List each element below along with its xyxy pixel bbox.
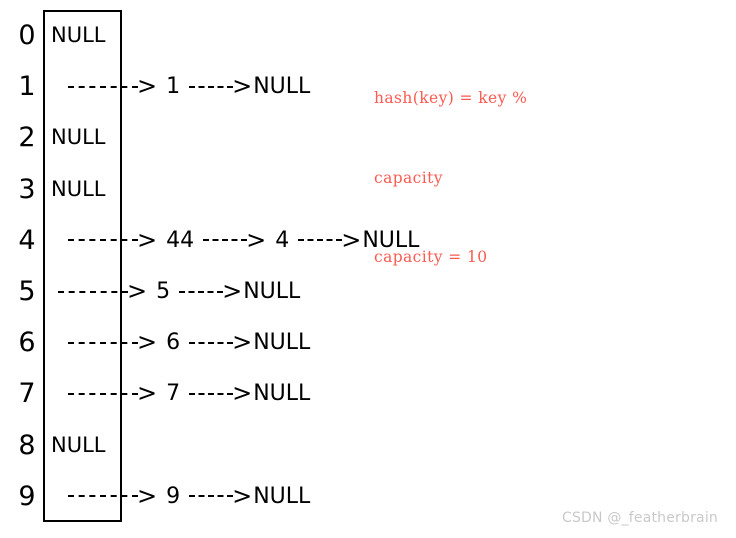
chain-terminator-null: NULL [253, 74, 311, 100]
chain-terminator-null: NULL [253, 330, 311, 356]
arrow-head-icon: > [222, 277, 243, 305]
bucket-empty-null: NULL [51, 432, 106, 457]
formula-line-2: capacity [374, 168, 443, 187]
bucket-index-9: 9 [18, 480, 36, 512]
hash-formula-annotation: hash(key) = key % capacity capacity = 10 [374, 32, 604, 324]
chain-link-dashes [298, 215, 342, 266]
chain-terminator-null: NULL [362, 227, 420, 253]
bucket-row: 4>44>4>NULL [0, 215, 736, 266]
chain-link-dashes [58, 266, 128, 317]
bucket-chain: >6>NULL [68, 317, 310, 368]
bucket-index-8: 8 [18, 429, 36, 461]
bucket-row: 0 NULL [0, 10, 736, 61]
chain-node-value: 4 [275, 227, 290, 253]
bucket-chain: >44>4>NULL [68, 215, 419, 266]
chain-link-dashes [68, 471, 138, 522]
arrow-head-icon: > [137, 328, 158, 357]
bucket-row: 1>1>NULL [0, 61, 736, 112]
bucket-index-7: 7 [18, 378, 36, 410]
bucket-chain: >1>NULL [68, 61, 310, 112]
arrow-head-icon: > [137, 225, 158, 254]
bucket-row: 7>7>NULL [0, 368, 736, 419]
chain-link-dashes [68, 61, 138, 112]
arrow-head-icon: > [341, 225, 362, 254]
bucket-row: 3 NULL [0, 164, 736, 215]
bucket-chain: >9>NULL [68, 471, 310, 522]
chain-terminator-null: NULL [243, 279, 301, 304]
chain-node-value: 7 [166, 381, 181, 407]
bucket-row: 2 NULL [0, 112, 736, 163]
bucket-index-1: 1 [18, 71, 36, 103]
chain-link-dashes [189, 61, 233, 112]
formula-line-1: hash(key) = key % [374, 89, 528, 107]
chain-link-dashes [189, 368, 233, 419]
bucket-index-3: 3 [18, 173, 36, 205]
chain-link-dashes [189, 471, 233, 522]
watermark-label: CSDN @_featherbrain [561, 510, 718, 526]
chain-terminator-null: NULL [253, 381, 311, 407]
bucket-empty-null: NULL [51, 23, 106, 47]
chain-link-dashes [68, 317, 138, 368]
chain-link-dashes [179, 266, 223, 317]
bucket-index-6: 6 [18, 327, 36, 359]
bucket-index-2: 2 [18, 122, 36, 154]
chain-link-dashes [189, 317, 233, 368]
formula-line-3: capacity = 10 [374, 248, 488, 266]
arrow-head-icon: > [232, 328, 253, 357]
arrow-head-icon: > [137, 481, 158, 510]
bucket-row: 9>9>NULL [0, 471, 736, 522]
chain-link-dashes [68, 368, 138, 419]
chain-node-value: 9 [166, 483, 181, 509]
chain-node-value: 44 [166, 227, 195, 253]
arrow-head-icon: > [127, 277, 148, 305]
bucket-chain: >5>NULL [58, 266, 300, 317]
bucket-chain: >7>NULL [68, 368, 310, 419]
bucket-index-4: 4 [18, 224, 36, 256]
chain-node-value: 1 [166, 74, 181, 100]
arrow-head-icon: > [232, 379, 253, 408]
arrow-head-icon: > [137, 379, 158, 408]
arrow-head-icon: > [232, 72, 253, 101]
bucket-row: 6>6>NULL [0, 317, 736, 368]
bucket-empty-null: NULL [51, 125, 106, 150]
bucket-empty-null: NULL [51, 176, 106, 201]
bucket-index-5: 5 [18, 276, 36, 307]
bucket-row: 5>5>NULL [0, 266, 736, 317]
chain-terminator-null: NULL [253, 483, 311, 509]
chain-link-dashes [203, 215, 247, 266]
arrow-head-icon: > [137, 72, 158, 101]
arrow-head-icon: > [246, 225, 267, 254]
arrow-head-icon: > [232, 481, 253, 510]
chain-node-value: 5 [156, 279, 171, 304]
chain-link-dashes [68, 215, 138, 266]
bucket-index-0: 0 [18, 20, 36, 51]
bucket-row: 8 NULL [0, 420, 736, 471]
chain-node-value: 6 [166, 330, 181, 356]
